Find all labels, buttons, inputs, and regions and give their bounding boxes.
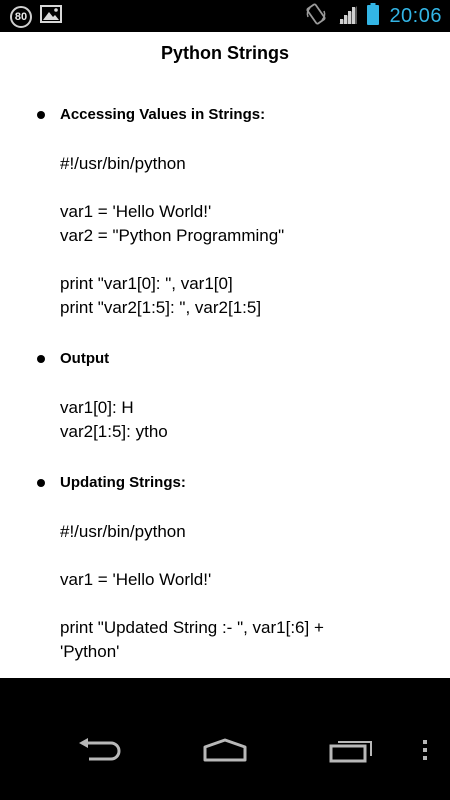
section-heading: Accessing Values in Strings:: [37, 104, 430, 126]
code-line: var1 = 'Hello World!': [60, 202, 212, 221]
code-line: 'Python': [60, 642, 120, 661]
status-right-icons: 20:06: [305, 3, 442, 30]
image-icon: [40, 5, 62, 28]
code-line-blank: [60, 248, 430, 272]
status-clock: 20:06: [389, 5, 442, 27]
code-block: #!/usr/bin/python var1 = 'Hello World!' …: [60, 520, 430, 664]
section-heading-text: Updating Strings:: [60, 474, 186, 491]
status-bar: 80: [0, 0, 450, 32]
code-line-blank: [60, 592, 430, 616]
back-icon: [77, 737, 123, 767]
code-line: print "Updated String :- ", var1[:6] +: [60, 618, 324, 637]
overflow-menu-button[interactable]: [400, 734, 450, 770]
section-heading-text: Output: [60, 350, 110, 367]
content-area: Python Strings Accessing Values in Strin…: [0, 32, 450, 678]
code-line: var2[1:5]: ytho: [60, 422, 168, 441]
bullet-icon: [37, 111, 45, 119]
page-title: Python Strings: [160, 43, 289, 63]
bullet-icon: [37, 355, 45, 363]
section-heading: Updating Strings:: [37, 472, 430, 494]
section-heading: Output: [37, 348, 430, 370]
recent-apps-icon: [329, 737, 375, 768]
section-output: Output var1[0]: H var2[1:5]: ytho: [0, 348, 450, 444]
home-button[interactable]: [195, 734, 255, 770]
code-line: var1 = 'Hello World!': [60, 570, 212, 589]
bullet-icon: [37, 479, 45, 487]
home-icon: [201, 738, 249, 767]
code-line: var2 = "Python Programming": [60, 226, 285, 245]
section-accessing-values: Accessing Values in Strings: #!/usr/bin/…: [0, 104, 450, 320]
code-line: print "var2[1:5]: ", var2[1:5]: [60, 298, 262, 317]
code-line: #!/usr/bin/python: [60, 522, 186, 541]
signal-icon: [337, 4, 358, 29]
notification-count-icon: 80: [10, 5, 32, 28]
section-updating-strings: Updating Strings: #!/usr/bin/python var1…: [0, 472, 450, 664]
code-line: var1[0]: H: [60, 398, 134, 417]
code-block: #!/usr/bin/python var1 = 'Hello World!' …: [60, 152, 430, 320]
section-heading-text: Accessing Values in Strings:: [60, 106, 266, 123]
code-line: print "var1[0]: ", var1[0]: [60, 274, 233, 293]
code-line-blank: [60, 176, 430, 200]
back-button[interactable]: [70, 734, 130, 770]
code-block: var1[0]: H var2[1:5]: ytho: [60, 396, 430, 444]
notification-count: 80: [14, 10, 28, 23]
battery-icon: [367, 3, 380, 30]
status-left-icons: 80: [10, 5, 62, 28]
overflow-menu-icon: [422, 739, 428, 766]
screen-rotation-icon: [305, 3, 327, 30]
code-line-blank: [60, 544, 430, 568]
code-line: #!/usr/bin/python: [60, 154, 186, 173]
recent-apps-button[interactable]: [322, 734, 382, 770]
navigation-bar: [0, 678, 450, 800]
